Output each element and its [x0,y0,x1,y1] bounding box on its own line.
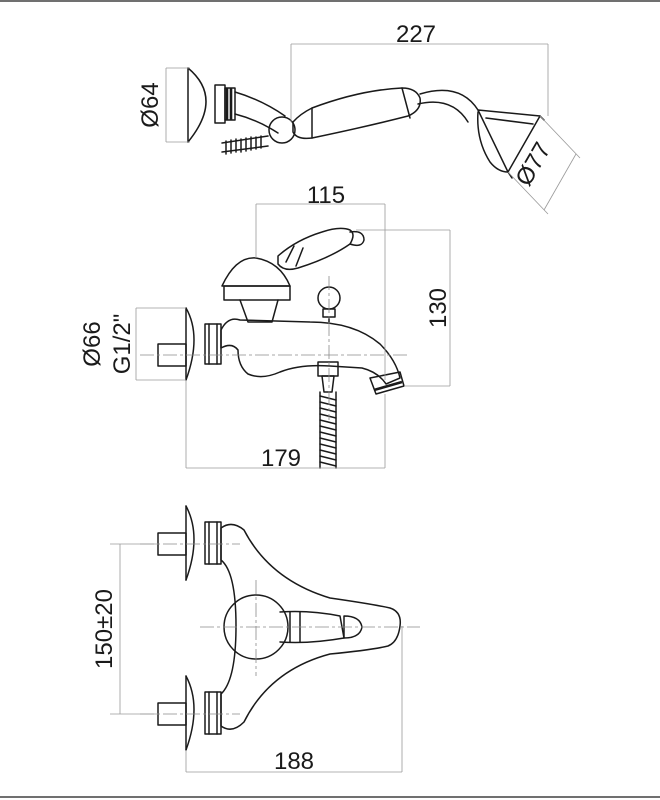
top-body [220,523,402,730]
holder-knuckle [268,116,296,144]
dim-flange-diameter: Ø66 [79,321,106,366]
dim-shower-length: 227 [396,21,436,48]
mount-ring [214,84,226,124]
flange-nut [204,323,222,365]
dim-spout-length: 179 [261,445,301,472]
shower-head [477,109,541,173]
hose-spiral [319,391,337,469]
dim-top-view-width: 188 [274,748,314,775]
wall-flange [185,307,195,381]
dim-mount-diameter: Ø64 [137,82,164,127]
hose-connector [317,361,339,377]
dim-thread-size: G1/2" [109,314,136,375]
dim-head-diameter: Ø77 [510,138,556,191]
dim-body-width: 115 [307,182,345,209]
mixer-side-view: 115 130 Ø66 G1/2" 179 [79,182,452,472]
lower-flange [185,675,195,751]
upper-flange [185,505,195,581]
mixer-top-view: 150±20 188 [91,505,420,775]
dim-inlet-spacing: 150±20 [91,589,118,669]
hand-shower-view: 227 Ø64 Ø77 [137,21,581,215]
dim-body-height: 130 [425,288,452,328]
wall-mount-bowl [187,67,207,143]
mixer-body [220,318,401,385]
cartridge-dome [221,257,291,287]
lever-handle [277,227,354,271]
shower-hose [221,135,269,155]
